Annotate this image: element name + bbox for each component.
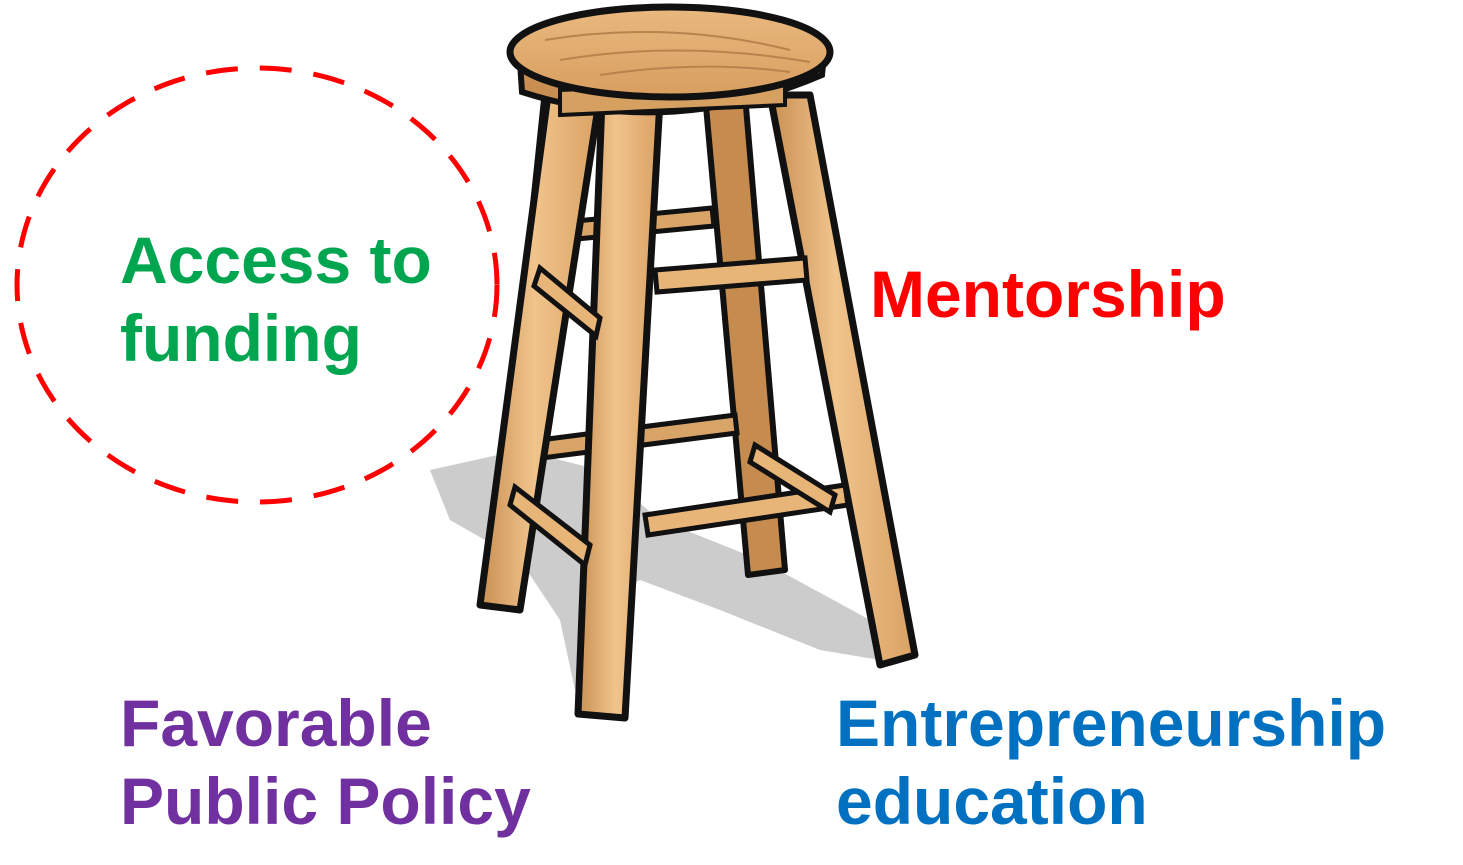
pillar-mentorship-text: Mentorship bbox=[870, 257, 1226, 331]
pillar-label-funding: Access to funding bbox=[120, 222, 432, 378]
stool-seat-grain bbox=[544, 31, 811, 76]
pillar-education-line1: Entrepreneurship bbox=[836, 686, 1387, 760]
pillar-funding-line1: Access to bbox=[120, 223, 432, 297]
pillar-label-mentorship: Mentorship bbox=[870, 256, 1226, 334]
stool-front-legs bbox=[476, 91, 919, 722]
pillar-policy-line1: Favorable bbox=[120, 686, 432, 760]
pillar-funding-line2: funding bbox=[120, 300, 362, 375]
pillar-label-policy: Favorable Public Policy bbox=[120, 685, 531, 841]
pillar-education-line2: education bbox=[836, 763, 1148, 838]
pillar-policy-line2: Public Policy bbox=[120, 763, 531, 838]
stool-seat bbox=[506, 3, 834, 101]
stool-front-rungs bbox=[507, 255, 851, 570]
highlight-dashed-circle bbox=[14, 65, 500, 505]
pillar-label-education: Entrepreneurship education bbox=[836, 685, 1386, 841]
